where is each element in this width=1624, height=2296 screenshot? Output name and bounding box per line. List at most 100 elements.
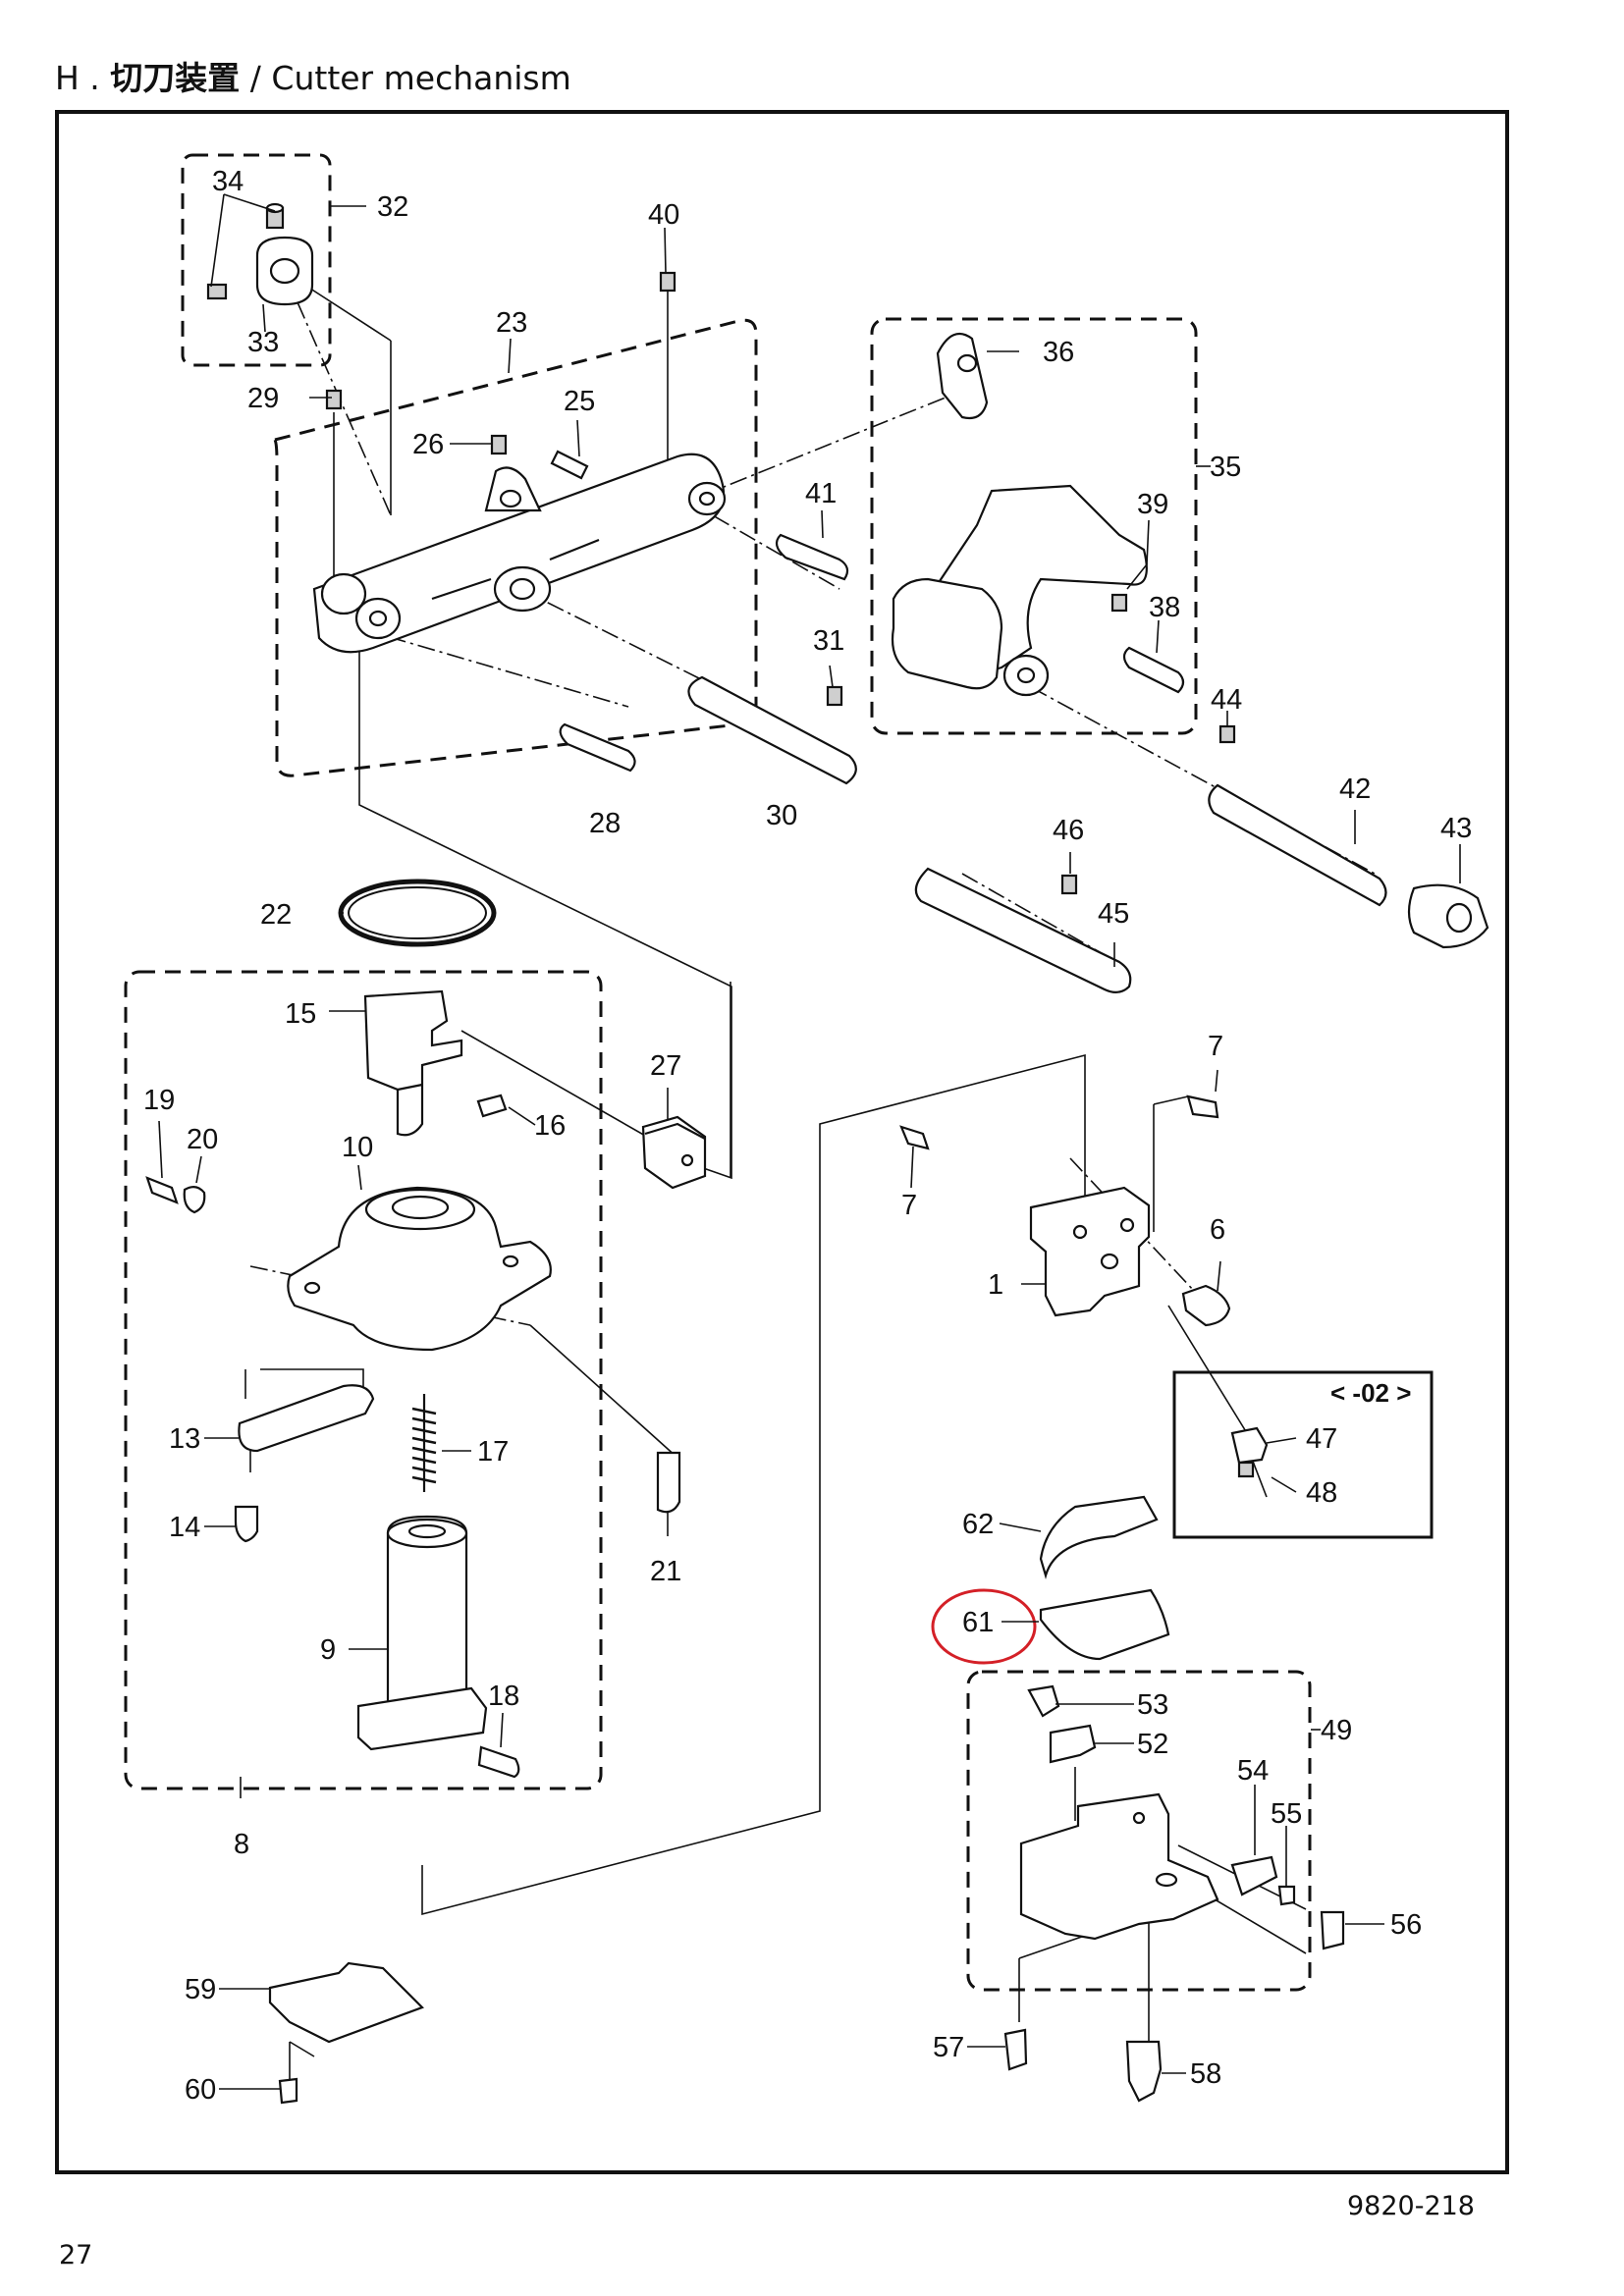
- label-57: 57: [933, 2032, 964, 2063]
- screw-44: [1218, 724, 1236, 744]
- pin-41: [775, 533, 849, 581]
- label-48: 48: [1306, 1477, 1337, 1509]
- label-42: 42: [1339, 774, 1371, 805]
- part-54: [1230, 1855, 1278, 1896]
- fitting-58: [1125, 2040, 1163, 2103]
- screw-nut-19-20: [145, 1176, 206, 1214]
- label-49: 49: [1321, 1715, 1352, 1746]
- label-7-right: 7: [1208, 1031, 1223, 1062]
- label-45: 45: [1098, 898, 1129, 930]
- label-20: 20: [187, 1124, 218, 1155]
- label-18: 18: [488, 1681, 519, 1712]
- post-9: [356, 1515, 488, 1751]
- label-17: 17: [477, 1436, 509, 1468]
- label-15: 15: [285, 998, 316, 1030]
- screw-14: [234, 1505, 259, 1543]
- part-52: [1049, 1724, 1097, 1764]
- label-14: 14: [169, 1512, 200, 1543]
- shaft-45: [914, 867, 1132, 993]
- label-39: 39: [1137, 489, 1168, 520]
- shaft-30: [687, 675, 857, 785]
- label-8: 8: [234, 1829, 249, 1860]
- group-box-32: [181, 153, 332, 367]
- label-leaders: [158, 193, 1461, 2090]
- label-21: 21: [650, 1556, 681, 1587]
- screw-7-left: [899, 1125, 930, 1150]
- o-ring-22: [338, 879, 497, 947]
- screw-21: [656, 1451, 681, 1514]
- label-59: 59: [185, 1974, 216, 2005]
- label-40: 40: [648, 199, 679, 231]
- screw-53: [1027, 1684, 1060, 1718]
- label-19: 19: [143, 1085, 175, 1116]
- spring-17: [411, 1394, 437, 1492]
- bracket-1: [1029, 1186, 1151, 1317]
- screw-16: [476, 1094, 508, 1118]
- pin-38: [1122, 646, 1185, 694]
- pin-28: [559, 722, 636, 773]
- highlight-circle-61: [931, 1588, 1037, 1665]
- block-27: [641, 1115, 707, 1190]
- part-labels: 34 32 33 40 23 29 25 26 41 31 28 30 36 3…: [143, 166, 1472, 2106]
- label-61: 61: [962, 1607, 994, 1638]
- screw-46: [1060, 874, 1078, 895]
- knob-6: [1181, 1284, 1231, 1327]
- cutter-61: [1039, 1588, 1170, 1661]
- label-25: 25: [564, 386, 595, 417]
- label-29: 29: [247, 383, 279, 414]
- screw-55: [1277, 1885, 1296, 1906]
- label-26: 26: [412, 429, 444, 460]
- label-47: 47: [1306, 1423, 1337, 1455]
- label-13: 13: [169, 1423, 200, 1455]
- label-23: 23: [496, 307, 527, 339]
- screw-40: [659, 271, 677, 293]
- variant-label: < -02 >: [1330, 1378, 1411, 1408]
- pin-18: [477, 1745, 520, 1779]
- cutter-62: [1039, 1495, 1159, 1579]
- screw-31: [826, 685, 843, 707]
- label-46: 46: [1053, 815, 1084, 846]
- label-10: 10: [342, 1132, 373, 1163]
- arm-assembly-35: [891, 332, 1148, 697]
- label-34: 34: [212, 166, 244, 197]
- screw-56: [1320, 1910, 1345, 1950]
- label-35: 35: [1210, 452, 1241, 483]
- title-separator: /: [249, 59, 261, 97]
- page-header: H . 切刀装置 / Cutter mechanism: [55, 59, 571, 98]
- label-56: 56: [1390, 1909, 1422, 1941]
- screw-7-right: [1186, 1095, 1219, 1119]
- variant-box-02: [1172, 1370, 1434, 1539]
- label-7-left: 7: [901, 1190, 917, 1221]
- pin-25: [550, 450, 589, 480]
- screw-26: [490, 434, 508, 455]
- diagram-frame: [55, 110, 1509, 2174]
- label-27: 27: [650, 1050, 681, 1082]
- label-44: 44: [1211, 684, 1242, 716]
- clamp-15: [363, 989, 463, 1137]
- label-62: 62: [962, 1509, 994, 1540]
- page-number: 27: [59, 2240, 93, 2270]
- label-22: 22: [260, 899, 292, 931]
- part-47: [1230, 1426, 1269, 1465]
- plate-59: [268, 1961, 424, 2044]
- group-box-49: [966, 1670, 1312, 1992]
- screw-39: [1110, 593, 1128, 613]
- shaft-42: [1208, 783, 1387, 907]
- base-10: [287, 1186, 552, 1352]
- label-9: 9: [320, 1634, 336, 1666]
- label-60: 60: [185, 2074, 216, 2106]
- lever-part-23: [312, 453, 727, 654]
- label-58: 58: [1190, 2058, 1221, 2090]
- link-13: [238, 1384, 375, 1453]
- title-english: Cutter mechanism: [271, 59, 571, 97]
- label-31: 31: [813, 625, 844, 657]
- label-54: 54: [1237, 1755, 1269, 1787]
- label-41: 41: [805, 478, 837, 509]
- label-16: 16: [534, 1110, 566, 1142]
- collar-43: [1407, 883, 1489, 949]
- label-38: 38: [1149, 592, 1180, 623]
- label-6: 6: [1210, 1214, 1225, 1246]
- screw-29: [325, 389, 343, 410]
- block-49: [1019, 1792, 1219, 1941]
